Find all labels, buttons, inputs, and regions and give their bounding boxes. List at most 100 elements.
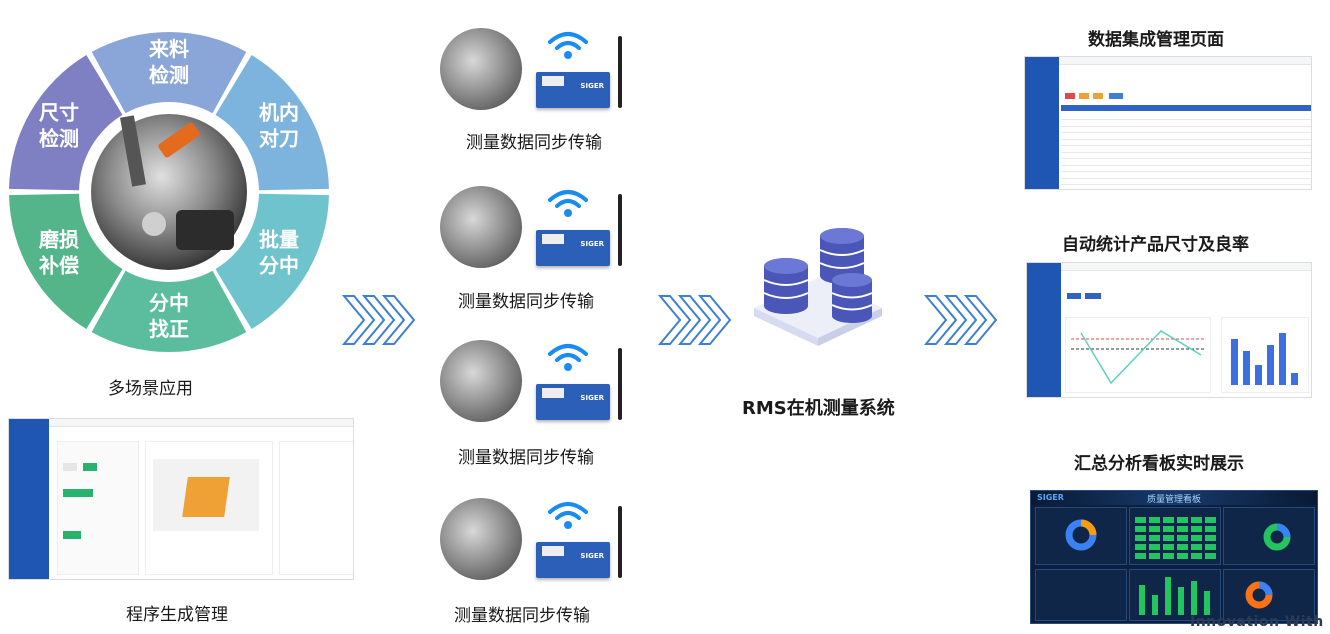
dashboard-bar [1204,591,1210,615]
status-cell [1205,553,1216,559]
status-cell [1149,544,1160,550]
status-cell [1163,553,1174,559]
status-cell [1149,553,1160,559]
sync-caption-1: 测量数据同步传输 [466,133,602,153]
table-row [1061,158,1311,159]
flow-arrow-2 [658,295,732,345]
wireless-router: SIGER [536,384,610,420]
flow-arrow-3 [924,295,998,345]
dashboard-bar [1191,581,1197,615]
wheel-segment [215,193,329,330]
wheel-segment-label: 尺寸检测 [39,101,79,151]
integration-screenshot [1024,56,1312,190]
wifi-icon [548,502,588,529]
status-cell [1205,544,1216,550]
status-cell [1163,526,1174,532]
integration-title: 数据集成管理页面 [1088,30,1224,50]
table-row [1061,125,1311,127]
sync-caption-4: 测量数据同步传输 [454,606,590,626]
program-management-screenshot [8,418,354,580]
status-cell [1163,517,1174,523]
dashboard-bar [1165,577,1171,615]
status-cell [1163,544,1174,550]
histogram-bar [1267,345,1274,385]
status-cell [1191,544,1202,550]
status-cell [1135,553,1146,559]
wheel-segment [215,54,329,191]
wheel-segment [9,193,123,330]
machine-photo [440,340,522,422]
dashboard-bar [1178,587,1184,615]
antenna [618,36,622,108]
wheel-segment [91,32,247,114]
machine-photo [440,28,522,110]
status-cell [1191,553,1202,559]
status-cell [1205,526,1216,532]
table-row [1061,184,1311,185]
status-cell [1177,544,1188,550]
dashboard-tagline: Innovation With Data [1190,614,1330,630]
histogram-bar [1279,333,1286,385]
rms-title: RMS在机测量系统 [742,398,895,419]
histogram-bar [1255,365,1262,385]
machine-photo [440,186,522,268]
wireless-router: SIGER [536,72,610,108]
status-cell [1135,544,1146,550]
status-cell [1163,535,1174,541]
wireless-router: SIGER [536,230,610,266]
status-cell [1149,526,1160,532]
sync-node-2: SIGER [440,186,640,276]
status-cell [1191,526,1202,532]
histogram-bar [1243,351,1250,385]
wheel-segment [9,54,123,191]
wifi-icon [548,32,588,59]
wheel-segment-label: 分中找正 [149,291,189,341]
table-row [1061,119,1311,120]
dashboard-bar [1139,585,1145,615]
status-cell [1149,535,1160,541]
wheel-caption: 多场景应用 [108,379,193,399]
wifi-icon [548,190,588,217]
wheel-segment-label: 机内对刀 [259,101,299,151]
wheel-segment-label: 批量分中 [259,228,299,278]
status-cell [1135,517,1146,523]
antenna [618,348,622,420]
antenna [618,194,622,266]
status-cell [1177,526,1188,532]
table-row [1061,145,1311,146]
status-cell [1191,535,1202,541]
sync-node-4: SIGER [440,498,640,588]
status-cell [1149,517,1160,523]
sync-caption-2: 测量数据同步传输 [458,292,594,312]
sync-node-1: SIGER [440,28,640,118]
wireless-router: SIGER [536,542,610,578]
table-row [1061,177,1311,179]
table-row [1061,151,1311,153]
table-row [1061,171,1311,172]
table-row [1061,138,1311,140]
stats-title: 自动统计产品尺寸及良率 [1062,235,1249,255]
status-cell [1177,535,1188,541]
machine-photo [440,498,522,580]
antenna [618,506,622,578]
status-cell [1135,526,1146,532]
program-management-caption: 程序生成管理 [126,605,228,625]
wheel-segment [91,270,247,352]
stats-screenshot [1026,262,1312,398]
dashboard-screenshot: 质量管理看板 SIGER [1030,490,1318,624]
histogram-bar [1231,339,1238,385]
dashboard-bar [1152,595,1158,615]
database-icon [754,228,882,346]
table-row [1061,132,1311,133]
status-cell [1177,553,1188,559]
status-cell [1177,517,1188,523]
status-cell [1205,535,1216,541]
flow-arrow-1 [342,295,416,345]
status-cell [1205,517,1216,523]
wheel-segment-label: 磨损补偿 [38,228,79,278]
wifi-icon [548,344,588,371]
sync-node-3: SIGER [440,340,640,430]
status-cell [1191,517,1202,523]
wheel-segment-label: 来料检测 [148,37,189,87]
